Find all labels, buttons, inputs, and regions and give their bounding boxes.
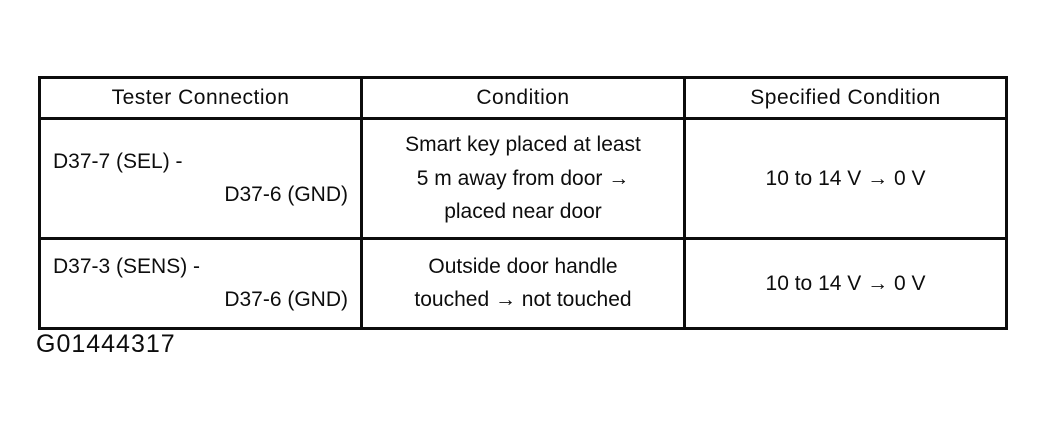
tester-connection-line1: D37-3 (SENS) - <box>53 254 201 278</box>
tester-connection-cell: D37-3 (SENS) - D37-6 (GND) <box>38 236 363 330</box>
condition-line: 5 m away from door → <box>416 166 630 190</box>
condition-cell: Smart key placed at least 5 m away from … <box>360 117 686 240</box>
condition-line: Outside door handle <box>428 254 618 278</box>
tester-connection-line1: D37-7 (SEL) - <box>53 149 183 173</box>
column-header-specified-condition: Specified Condition <box>683 76 1008 120</box>
column-header-condition: Condition <box>360 76 686 120</box>
tester-connection-cell: D37-7 (SEL) - D37-6 (GND) <box>38 117 363 240</box>
tester-connection-line2: D37-6 (GND) <box>224 183 348 207</box>
condition-line: placed near door <box>444 200 602 224</box>
condition-line: touched → not touched <box>414 288 632 312</box>
specified-condition-cell: 10 to 14 V → 0 V <box>683 117 1008 240</box>
condition-line: Smart key placed at least <box>405 133 641 156</box>
specified-condition-table: Tester Connection Condition Specified Co… <box>38 76 1008 330</box>
table-row: D37-7 (SEL) - D37-6 (GND) Smart key plac… <box>38 117 1008 240</box>
tester-connection-line2: D37-6 (GND) <box>224 288 348 312</box>
condition-cell: Outside door handle touched → not touche… <box>360 236 686 330</box>
figure-id-label: G01444317 <box>36 330 176 358</box>
specified-condition-cell: 10 to 14 V → 0 V <box>683 236 1008 330</box>
column-header-tester-connection: Tester Connection <box>38 76 363 120</box>
table-row: D37-3 (SENS) - D37-6 (GND) Outside door … <box>38 236 1008 330</box>
table-header-row: Tester Connection Condition Specified Co… <box>38 76 1008 120</box>
